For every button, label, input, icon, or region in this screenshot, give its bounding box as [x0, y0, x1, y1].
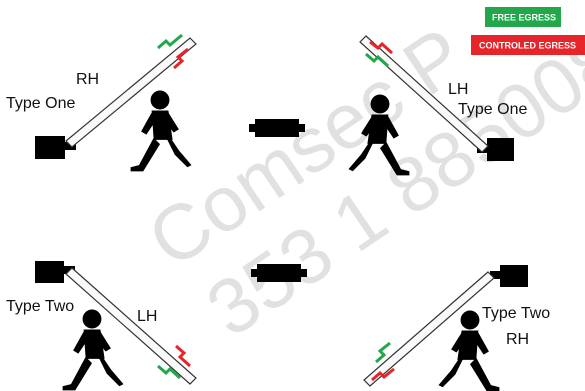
hand-label: LH	[137, 308, 157, 325]
hand-label: RH	[76, 71, 99, 88]
gate-arm-icon	[363, 271, 495, 387]
gate-arm-icon	[359, 35, 489, 153]
barrier-motor-icon	[249, 119, 305, 137]
egress-arrow-icon	[369, 40, 394, 55]
barrier-motor-icon	[35, 136, 65, 159]
barrier-hinge	[63, 266, 75, 274]
controled-egress-swatch	[471, 35, 585, 55]
barrier-motor-icon	[35, 261, 64, 283]
type-label: Type One	[6, 95, 75, 112]
type-two-rh-diagram: Type Two RH	[363, 265, 550, 391]
barrier-motor-icon	[251, 264, 307, 282]
hand-label: RH	[506, 331, 529, 348]
pedestrian-icon	[130, 90, 192, 172]
egress-arrow-icon	[173, 47, 189, 70]
type-label: Type Two	[482, 305, 550, 322]
gate-arm-icon	[65, 267, 197, 385]
egress-arrow-icon	[375, 341, 391, 364]
egress-legend: FREE EGRESS CONTROLED EGRESS	[471, 7, 585, 55]
barrier-motor-icon	[487, 138, 514, 161]
egress-arrow-icon	[371, 367, 395, 382]
barrier-hinge	[64, 142, 76, 150]
pedestrian-icon	[438, 310, 500, 391]
hand-label: LH	[448, 81, 468, 98]
egress-arrow-icon	[365, 52, 390, 68]
free-egress-swatch	[485, 7, 561, 27]
type-one-rh-diagram: RH Type One	[6, 33, 197, 172]
controled-egress-label: CONTROLED EGRESS	[479, 41, 576, 51]
type-one-lh-diagram: LH Type One	[348, 35, 527, 176]
free-egress-label: FREE EGRESS	[492, 13, 556, 23]
type-label: Type One	[458, 101, 527, 118]
egress-arrow-icon	[157, 33, 183, 50]
type-label: Type Two	[6, 298, 74, 315]
egress-arrow-icon	[157, 364, 182, 380]
barrier-motor-icon	[500, 265, 528, 287]
gate-arm-icon	[65, 37, 197, 148]
type-two-lh-diagram: Type Two LH	[6, 261, 197, 391]
pedestrian-icon	[62, 309, 124, 391]
barrier-hinge	[490, 271, 502, 279]
egress-arrow-icon	[175, 344, 192, 368]
